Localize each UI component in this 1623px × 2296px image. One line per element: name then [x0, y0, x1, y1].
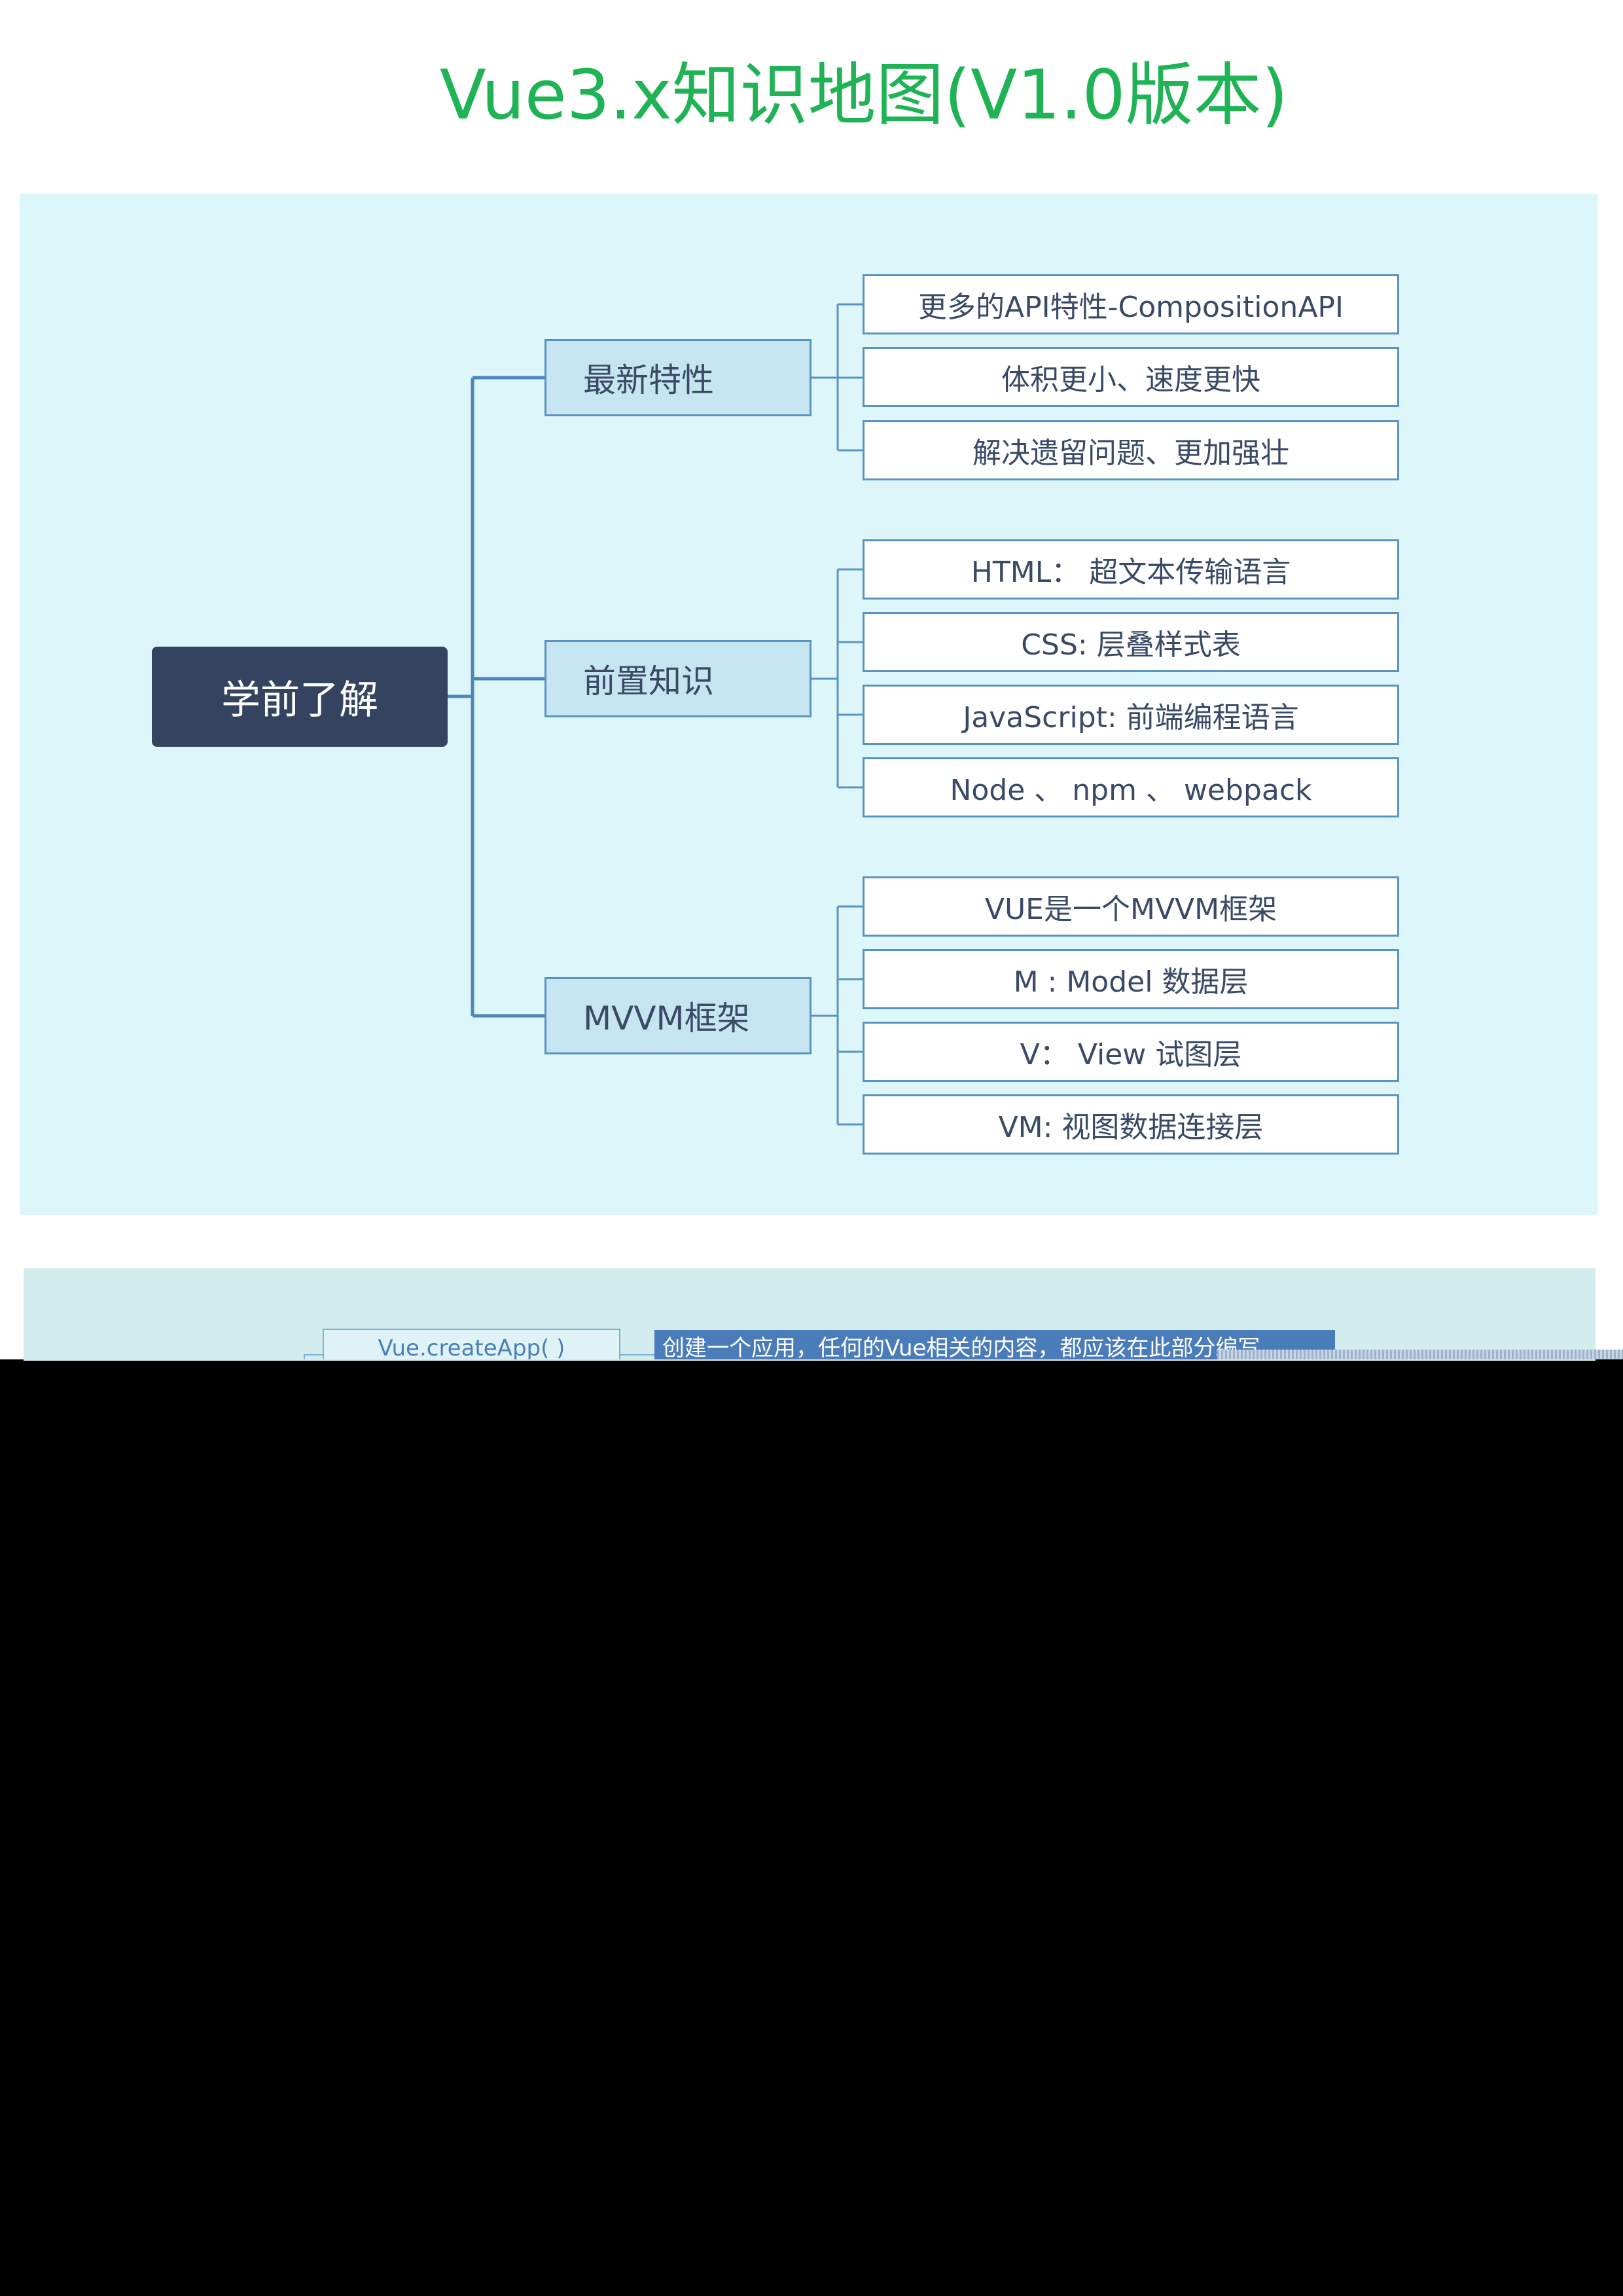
leaf-label: 更多的API特性-CompositionAPI	[918, 291, 1344, 324]
page-title: Vue3.x知识地图(V1.0版本)	[439, 55, 1289, 135]
create-app-note-text: 创建一个应用，任何的Vue相关的内容，都应该在此部分编写	[662, 1335, 1260, 1359]
leaf-label: 体积更小、速度更快	[1001, 363, 1260, 397]
section2-connectors	[304, 1354, 654, 1359]
leaf-label: VUE是一个MVVM框架	[984, 893, 1277, 926]
create-app-note: 创建一个应用，任何的Vue相关的内容，都应该在此部分编写	[654, 1330, 1335, 1359]
leaf-label: VM: 视图数据连接层	[998, 1111, 1264, 1144]
leaf-node[interactable]: JavaScript: 前端编程语言	[863, 685, 1399, 745]
leaf-node[interactable]: VM: 视图数据连接层	[863, 1094, 1399, 1155]
create-app-node[interactable]: Vue.createApp( )	[323, 1329, 620, 1359]
branch-label: 最新特性	[583, 361, 714, 399]
leaf-node[interactable]: 解决遗留问题、更加强壮	[863, 420, 1399, 480]
leaf-label: JavaScript: 前端编程语言	[963, 701, 1299, 734]
mindmap-connectors	[448, 303, 863, 1126]
leaf-label: HTML： 超文本传输语言	[971, 556, 1291, 589]
root-connector	[448, 376, 544, 1018]
leaf-node[interactable]: CSS: 层叠样式表	[863, 612, 1399, 672]
root-node[interactable]: 学前了解	[152, 647, 448, 747]
branch-node-latest-features[interactable]: 最新特性	[544, 339, 812, 416]
root-node-label: 学前了解	[221, 677, 378, 723]
branch-connector-3	[812, 905, 863, 1126]
leaf-node[interactable]: M : Model 数据层	[863, 949, 1399, 1009]
branch-label: 前置知识	[583, 662, 714, 700]
create-app-label: Vue.createApp( )	[378, 1335, 565, 1359]
branch-connector-2	[812, 568, 863, 789]
leaf-node[interactable]: V： View 试图层	[863, 1022, 1399, 1082]
leaf-label: V： View 试图层	[1020, 1038, 1242, 1071]
leaf-node[interactable]: 更多的API特性-CompositionAPI	[863, 274, 1399, 334]
leaf-label: CSS: 层叠样式表	[1021, 628, 1241, 662]
leaf-node[interactable]: 体积更小、速度更快	[863, 347, 1399, 407]
leaf-label: M : Model 数据层	[1013, 965, 1249, 999]
leaf-label: Node 、 npm 、 webpack	[950, 774, 1312, 807]
branch-node-prerequisites[interactable]: 前置知识	[544, 640, 812, 717]
branch-node-mvvm[interactable]: MVVM框架	[544, 977, 812, 1054]
section2-hatch-strip	[1217, 1350, 1623, 1359]
leaf-label: 解决遗留问题、更加强壮	[972, 437, 1289, 470]
leaf-node[interactable]: VUE是一个MVVM框架	[863, 876, 1399, 937]
branch-label: MVVM框架	[583, 999, 750, 1037]
leaf-node[interactable]: Node 、 npm 、 webpack	[863, 757, 1399, 817]
section2-left-connector	[304, 1354, 323, 1359]
branch-connector-1	[812, 303, 863, 452]
leaf-node[interactable]: HTML： 超文本传输语言	[863, 539, 1399, 600]
